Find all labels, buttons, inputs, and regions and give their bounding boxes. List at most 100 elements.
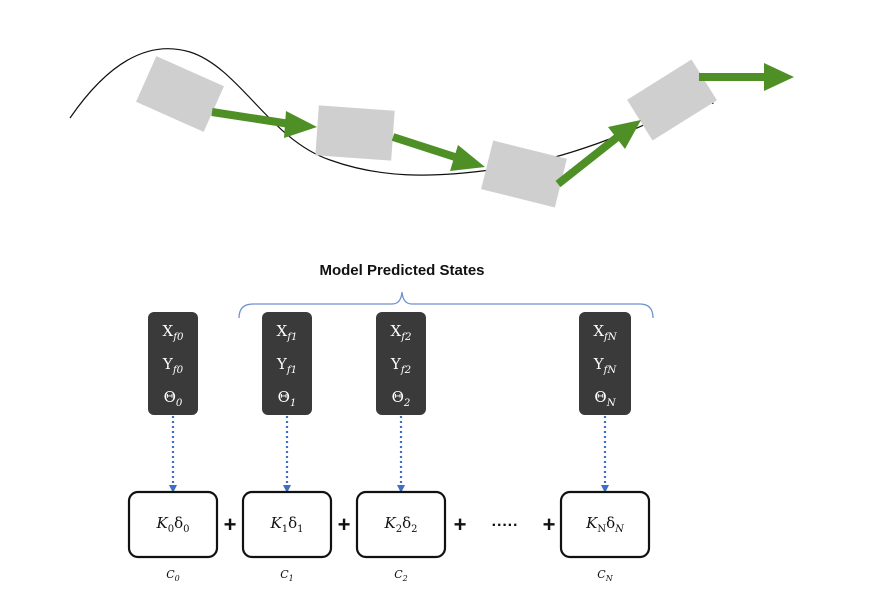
cost-label-1: C1	[280, 568, 294, 583]
vehicle-0	[136, 56, 224, 132]
state-box-background	[262, 312, 312, 415]
delta-symbol: δ	[606, 514, 615, 532]
state-box-background	[376, 312, 426, 415]
gain-subscript: 1	[282, 524, 288, 535]
cost-label-base: C	[394, 568, 403, 581]
state-x-3: XfN	[593, 322, 617, 343]
cost-label-subscript: 0	[175, 574, 180, 583]
state-y-3-base: Y	[593, 355, 605, 373]
cost-label-subscript: 2	[402, 574, 408, 583]
state-x-1-base: X	[277, 322, 288, 340]
state-x-2-subscript: f2	[400, 332, 411, 343]
motion-arrow-2	[391, 133, 485, 171]
state-x-1: Xf1	[277, 322, 298, 343]
states-bracket	[238, 291, 654, 319]
motion-arrow-1	[211, 108, 317, 138]
ellipsis: ·····	[492, 517, 519, 534]
state-x-0-base: X	[163, 322, 174, 340]
state-x-3-subscript: fN	[603, 332, 618, 343]
plus-sign-1: +	[338, 512, 351, 537]
cost-label-base: C	[280, 568, 289, 581]
cost-label-3: CN	[597, 568, 613, 583]
state-theta-1: Θ1	[278, 388, 297, 409]
cost-label-base: C	[597, 568, 606, 581]
state-x-0: Xf0	[163, 322, 184, 343]
state-theta-1-subscript: 1	[290, 398, 296, 409]
state-y-2: Yf2	[390, 355, 411, 376]
cost-term-2: K2δ2	[384, 514, 418, 535]
cost-label-0: C0	[166, 568, 180, 583]
gain-subscript: 2	[396, 524, 402, 535]
cost-label-2: C2	[394, 568, 408, 583]
state-y-2-subscript: f2	[400, 365, 411, 376]
state-theta-3-subscript: N	[606, 398, 617, 409]
plus-sign-3: +	[543, 512, 556, 537]
state-y-0-base: Y	[162, 355, 174, 373]
state-theta-3: ΘN	[594, 388, 616, 409]
delta-subscript: N	[614, 524, 625, 535]
state-theta-2-subscript: 2	[403, 398, 410, 409]
state-y-1-subscript: f1	[286, 365, 297, 376]
vehicle-1	[315, 105, 395, 161]
delta-subscript: 0	[183, 524, 189, 535]
cost-box-border	[127, 490, 219, 559]
delta-symbol: δ	[174, 514, 183, 532]
state-theta-0-subscript: 0	[176, 398, 183, 409]
cost-box-border	[355, 490, 447, 559]
state-theta-0-base: Θ	[164, 388, 176, 406]
state-y-3-subscript: fN	[603, 365, 618, 376]
state-y-2-base: Y	[390, 355, 402, 373]
gain-symbol: K	[156, 514, 169, 532]
cost-term-1: K1δ1	[270, 514, 304, 535]
gain-symbol: K	[270, 514, 283, 532]
delta-subscript: 1	[297, 524, 303, 535]
cost-label-subscript: N	[605, 574, 614, 583]
state-x-2: Xf2	[391, 322, 412, 343]
state-y-0-subscript: f0	[172, 365, 184, 376]
vehicle-2	[481, 140, 567, 208]
state-x-0-subscript: f0	[172, 332, 184, 343]
state-x-1-subscript: f1	[286, 332, 297, 343]
state-box-background	[148, 312, 198, 415]
state-y-1-base: Y	[276, 355, 288, 373]
model-predicted-states-title: Model Predicted States	[319, 262, 484, 279]
gain-symbol: K	[585, 514, 598, 532]
state-theta-3-base: Θ	[594, 388, 606, 406]
motion-arrow-4	[699, 63, 794, 91]
state-theta-1-base: Θ	[278, 388, 290, 406]
motion-arrow-3	[555, 120, 641, 188]
plus-sign-0: +	[224, 512, 237, 537]
cost-box-border	[559, 490, 651, 559]
cost-box-border	[241, 490, 333, 559]
cost-label-base: C	[166, 568, 175, 581]
state-theta-2-base: Θ	[392, 388, 404, 406]
state-y-1: Yf1	[276, 355, 297, 376]
gain-subscript: 0	[168, 524, 174, 535]
operators-layer: + + + + ·····	[224, 512, 556, 537]
state-theta-2: Θ2	[392, 388, 411, 409]
state-y-3: YfN	[593, 355, 618, 376]
vehicle-3	[627, 59, 717, 141]
gain-subscript: N	[597, 524, 606, 535]
cost-term-3: KNδN	[585, 514, 625, 535]
state-box-background	[579, 312, 631, 415]
state-x-3-base: X	[593, 322, 604, 340]
plus-sign-2: +	[454, 512, 467, 537]
delta-subscript: 2	[411, 524, 417, 535]
delta-symbol: δ	[402, 514, 411, 532]
cost-term-0: K0δ0	[156, 514, 190, 535]
state-y-0: Yf0	[162, 355, 184, 376]
delta-symbol: δ	[288, 514, 297, 532]
gain-symbol: K	[384, 514, 397, 532]
